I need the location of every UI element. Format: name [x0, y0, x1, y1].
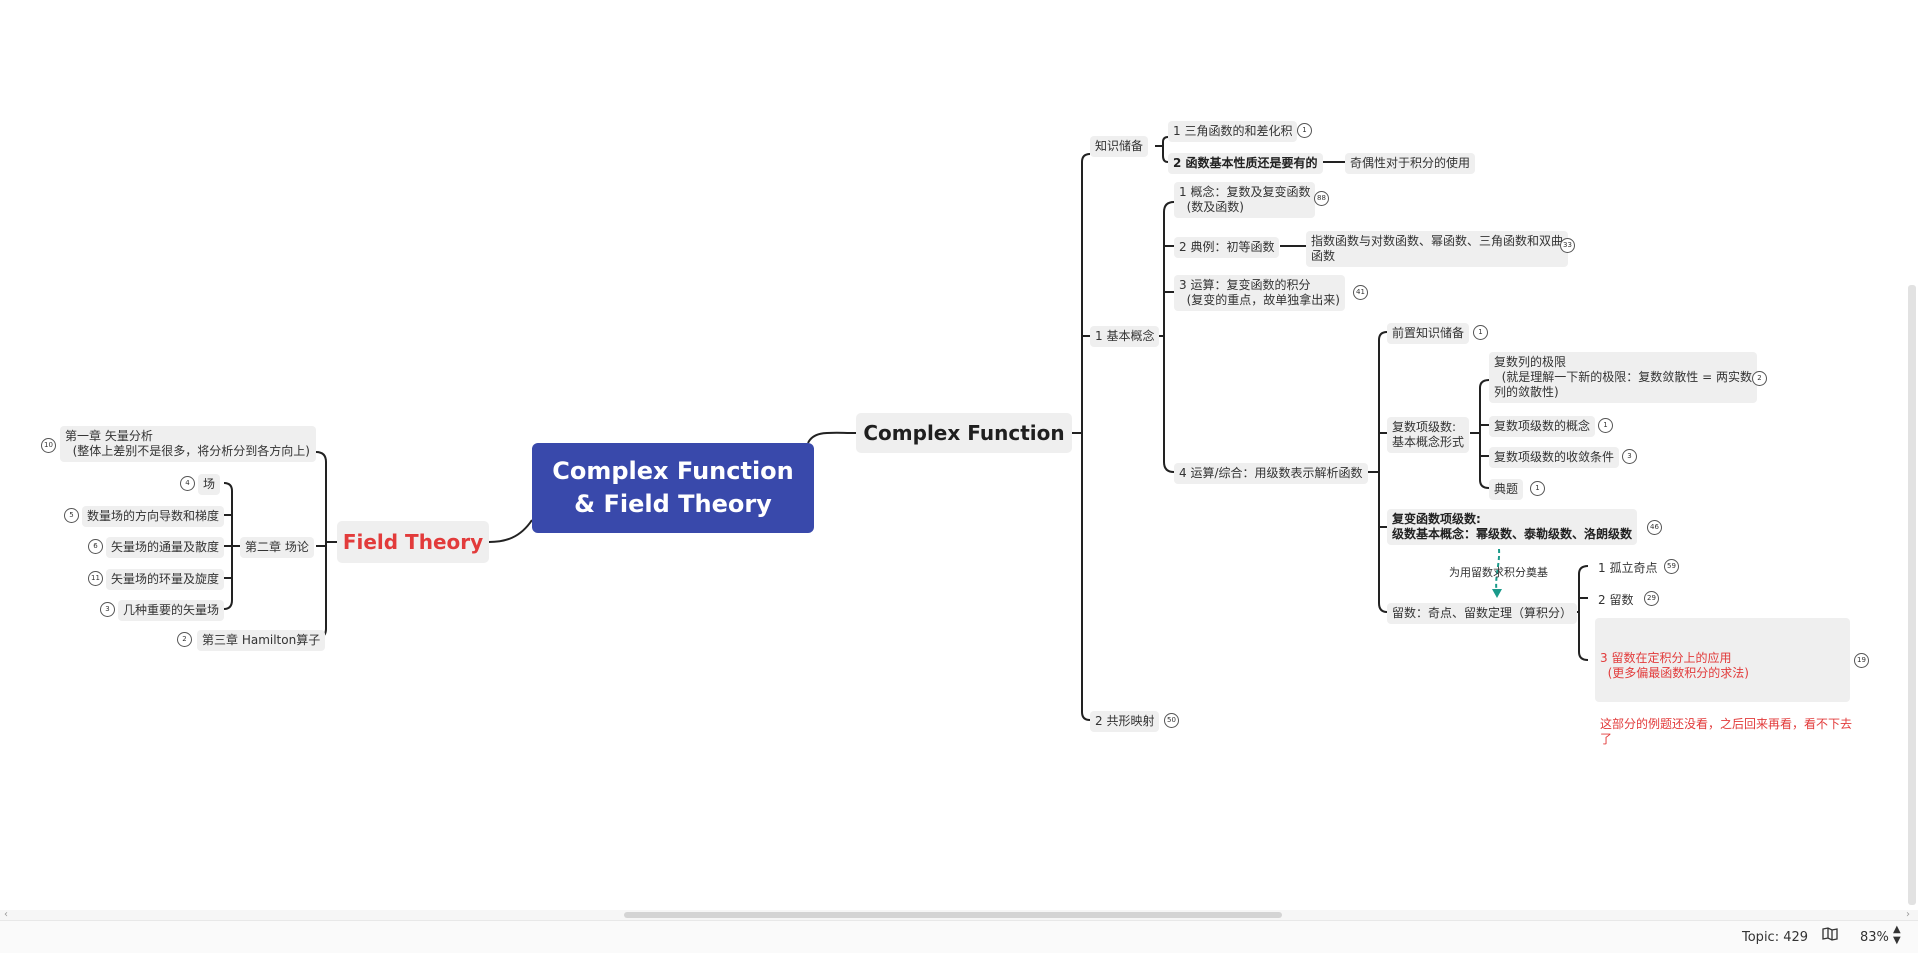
subtopic-count-badge[interactable]: 50: [1164, 713, 1179, 728]
topic-complex-numbers-concept[interactable]: 1 概念：复数及复变函数 (数及函数): [1174, 182, 1316, 218]
topic-parity-integral-note[interactable]: 奇偶性对于积分的使用: [1345, 153, 1476, 174]
subtopic-count-badge[interactable]: 41: [1353, 285, 1368, 300]
subtopic-count-badge[interactable]: 4: [180, 476, 195, 491]
subtopic-count-badge[interactable]: 33: [1560, 238, 1575, 253]
topic-complex-number-series[interactable]: 复数项级数: 基本概念形式: [1387, 417, 1470, 453]
subtopic-count-badge[interactable]: 1: [1473, 325, 1488, 340]
topic-isolated-singularity[interactable]: 1 孤立奇点: [1598, 561, 1658, 575]
subtopic-count-badge[interactable]: 6: [88, 539, 103, 554]
topic-count: Topic: 429: [1742, 930, 1809, 945]
topic-residue-application-note: 这部分的例题还没看，之后回来再看，看不下去 了: [1600, 717, 1853, 746]
book-map-icon[interactable]: [1822, 927, 1838, 945]
connector-lines: [223, 136, 1589, 721]
zoom-stepper[interactable]: ▲ ▼: [1893, 924, 1901, 946]
topic-residue-application: 3 留数在定积分上的应用 (更多偏最函数积分的求法): [1600, 651, 1749, 680]
topic-chapter3-hamilton[interactable]: 第三章 Hamilton算子: [197, 630, 326, 651]
topic-elementary-functions[interactable]: 2 典例：初等函数: [1174, 237, 1280, 258]
topic-chapter2-field-theory[interactable]: 第二章 场论: [240, 537, 314, 558]
vertical-scrollbar[interactable]: [1908, 285, 1916, 905]
subtopic-count-badge[interactable]: 1: [1598, 418, 1613, 433]
topic-basic-concepts[interactable]: 1 基本概念: [1090, 326, 1160, 347]
topic-conformal-mapping[interactable]: 2 共形映射: [1090, 711, 1160, 732]
topic-typical-problems[interactable]: 典题: [1489, 479, 1524, 500]
subtopic-count-badge[interactable]: 88: [1314, 191, 1329, 206]
topic-field[interactable]: 场: [198, 474, 221, 495]
topic-residues[interactable]: 留数：奇点、留数定理（算积分）: [1387, 603, 1578, 624]
zoom-level[interactable]: 83%: [1860, 930, 1889, 945]
subtopic-count-badge[interactable]: 1: [1530, 481, 1545, 496]
topic-complex-integral[interactable]: 3 运算：复变函数的积分 (复变的重点，故单独拿出来): [1174, 275, 1345, 311]
topic-important-vector-fields[interactable]: 几种重要的矢量场: [118, 600, 225, 621]
topic-knowledge-reserve[interactable]: 知识储备: [1090, 136, 1149, 157]
subtopic-count-badge[interactable]: 2: [1752, 371, 1767, 386]
topic-trig-sum-product[interactable]: 1 三角函数的和差化积: [1168, 121, 1298, 142]
main-topic-complex-function[interactable]: Complex Function: [856, 413, 1072, 453]
status-bar: Topic: 429 83% ▲ ▼: [0, 920, 1918, 953]
topic-series-convergence[interactable]: 复数项级数的收敛条件: [1489, 447, 1620, 468]
central-topic[interactable]: Complex Function & Field Theory: [532, 443, 814, 533]
topic-divergence[interactable]: 矢量场的通量及散度: [106, 537, 225, 558]
topic-prerequisite-knowledge[interactable]: 前置知识储备: [1387, 323, 1470, 344]
topic-elementary-functions-detail[interactable]: 指数函数与对数函数、幂函数、三角函数和双曲 函数: [1306, 231, 1569, 267]
chevron-down-icon[interactable]: ▼: [1893, 935, 1901, 946]
subtopic-count-badge[interactable]: 11: [88, 571, 103, 586]
subtopic-count-badge[interactable]: 3: [100, 602, 115, 617]
topic-curl[interactable]: 矢量场的环量及旋度: [106, 569, 225, 590]
horizontal-scrollbar-thumb[interactable]: [624, 912, 1282, 918]
topic-chapter1-vector-analysis[interactable]: 第一章 矢量分析 (整体上差别不是很多，将分析分到各方向上): [60, 426, 316, 462]
mindmap-canvas[interactable]: Complex Function & Field Theory Complex …: [0, 0, 1918, 910]
subtopic-count-badge[interactable]: 2: [177, 632, 192, 647]
scroll-right-arrow[interactable]: ›: [1906, 909, 1910, 920]
topic-function-series[interactable]: 复变函数项级数: 级数基本概念：幂级数、泰勒级数、洛朗级数: [1387, 509, 1638, 545]
central-topic-line1: Complex Function: [552, 457, 794, 485]
subtopic-count-badge[interactable]: 10: [41, 438, 56, 453]
subtopic-count-badge[interactable]: 59: [1664, 559, 1679, 574]
subtopic-count-badge[interactable]: 19: [1854, 653, 1869, 668]
subtopic-count-badge[interactable]: 3: [1622, 449, 1637, 464]
main-topic-field-theory[interactable]: Field Theory: [337, 521, 489, 563]
subtopic-count-badge[interactable]: 5: [64, 508, 79, 523]
topic-function-properties[interactable]: 2 函数基本性质还是要有的: [1168, 153, 1323, 174]
subtopic-count-badge[interactable]: 46: [1647, 520, 1662, 535]
topic-gradient[interactable]: 数量场的方向导数和梯度: [82, 506, 225, 527]
central-topic-line2: & Field Theory: [574, 490, 772, 518]
subtopic-count-badge[interactable]: 29: [1644, 591, 1659, 606]
topic-sequence-limit[interactable]: 复数列的极限 (就是理解一下新的极限：复数敛散性 = 两实数 列的敛散性): [1489, 352, 1757, 403]
chevron-up-icon[interactable]: ▲: [1893, 924, 1901, 935]
topic-series-concept[interactable]: 复数项级数的概念: [1489, 416, 1596, 437]
horizontal-scrollbar[interactable]: [0, 910, 1918, 920]
topic-residue-application-box[interactable]: 3 留数在定积分上的应用 (更多偏最函数积分的求法) 这部分的例题还没看，之后回…: [1595, 618, 1852, 746]
topic-series-analytic-functions[interactable]: 4 运算/综合：用级数表示解析函数: [1174, 463, 1368, 484]
relationship-label[interactable]: 为用留数求积分奠基: [1449, 566, 1548, 579]
topic-residue[interactable]: 2 留数: [1598, 593, 1634, 607]
subtopic-count-badge[interactable]: 1: [1297, 123, 1312, 138]
scroll-left-arrow[interactable]: ‹: [4, 909, 8, 920]
